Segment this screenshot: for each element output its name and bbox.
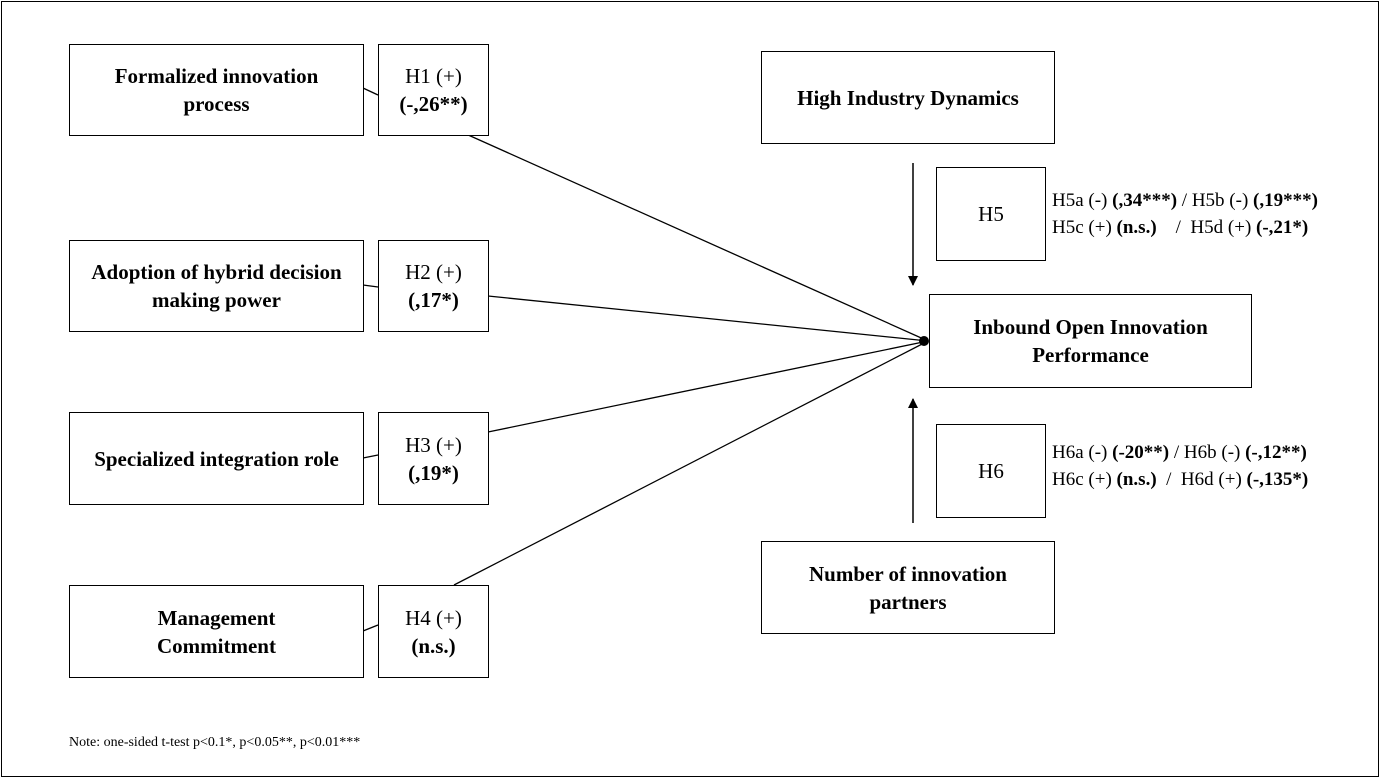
construct-label: Formalized innovation process <box>114 64 319 116</box>
construct-hybrid-decision-making: Adoption of hybrid decision making power <box>69 240 364 332</box>
construct-label: High Industry Dynamics <box>797 85 1019 110</box>
hypothesis-h3-box: H3 (+) (,19*) <box>378 412 489 505</box>
hypothesis-label: H1 (+) <box>405 64 462 88</box>
h6d-coefficient: (-,135*) <box>1246 469 1309 490</box>
h6b-coefficient: (-,12**) <box>1245 442 1307 463</box>
hypothesis-coefficient: (,17*) <box>408 288 459 312</box>
hypothesis-h1-box: H1 (+) (-,26**) <box>378 44 489 136</box>
construct-number-of-innovation-partners: Number of innovation partners <box>761 541 1055 634</box>
path-h1-to-outcome <box>465 133 929 342</box>
construct-label: Adoption of hybrid decision making power <box>91 260 342 312</box>
construct-label: Specialized integration role <box>94 446 339 471</box>
path-h3-to-outcome <box>487 340 929 433</box>
construct-inbound-open-innovation-performance: Inbound Open Innovation Performance <box>929 294 1252 388</box>
construct-label: Inbound Open Innovation Performance <box>973 315 1208 367</box>
hypothesis-h2-box: H2 (+) (,17*) <box>378 240 489 332</box>
h6d-label: / H6d (+) <box>1156 469 1247 490</box>
path-h2-to-outcome <box>487 295 929 342</box>
h6a-coefficient: (-20**) <box>1112 442 1170 463</box>
hypothesis-h6-box: H6 <box>936 424 1046 518</box>
tick-management-h4 <box>362 624 379 632</box>
h5b-coefficient: (,19***) <box>1253 190 1318 211</box>
construct-label: Number of innovation partners <box>809 561 1007 614</box>
tick-hybrid-h2 <box>362 284 379 288</box>
construct-formalized-innovation-process: Formalized innovation process <box>69 44 364 136</box>
hypothesis-label: H2 (+) <box>405 260 462 284</box>
tick-formalized-h1 <box>362 87 379 96</box>
hypothesis-label: H5 <box>978 202 1004 226</box>
junction-arrowhead <box>919 336 929 346</box>
h5d-label: / H5d (+) <box>1156 217 1257 238</box>
h6b-label: / H6b (-) <box>1169 442 1246 463</box>
hypothesis-h5-box: H5 <box>936 167 1046 261</box>
h5b-label: / H5b (-) <box>1177 190 1254 211</box>
h5c-label: H5c (+) <box>1052 217 1117 238</box>
h5-results-line-1: H5a (-) (,34***) / H5b (-) (,19***) <box>1052 188 1318 214</box>
hypothesis-label: H6 <box>978 459 1004 483</box>
h6c-coefficient: (n.s.) <box>1116 469 1157 490</box>
h6-results-line-2: H6c (+) (n.s.) / H6d (+) (-,135*) <box>1052 467 1308 493</box>
h5a-coefficient: (,34***) <box>1112 190 1178 211</box>
significance-note: Note: one-sided t-test p<0.1*, p<0.05**,… <box>69 735 361 750</box>
construct-label: Management Commitment <box>157 605 276 658</box>
hypothesis-coefficient: (n.s.) <box>411 633 456 658</box>
construct-management-commitment: Management Commitment <box>69 585 364 678</box>
hypothesis-coefficient: (-,26**) <box>399 92 468 116</box>
construct-specialized-integration-role: Specialized integration role <box>69 412 364 505</box>
h6c-label: H6c (+) <box>1052 469 1117 490</box>
h5a-label: H5a (-) <box>1052 190 1113 211</box>
path-h4-to-outcome <box>453 340 929 586</box>
hypothesis-label: H3 (+) <box>405 432 462 457</box>
hypothesis-h4-box: H4 (+) (n.s.) <box>378 585 489 678</box>
h5-results-line-2: H5c (+) (n.s.) / H5d (+) (-,21*) <box>1052 215 1308 241</box>
hypothesis-coefficient: (,19*) <box>408 460 459 485</box>
h5c-coefficient: (n.s.) <box>1116 217 1157 238</box>
construct-high-industry-dynamics: High Industry Dynamics <box>761 51 1055 144</box>
tick-specialized-h3 <box>362 454 379 459</box>
hypothesis-label: H4 (+) <box>405 605 462 630</box>
h6-results-line-1: H6a (-) (-20**) / H6b (-) (-,12**) <box>1052 440 1307 466</box>
h5d-coefficient: (-,21*) <box>1256 217 1309 238</box>
h6a-label: H6a (-) <box>1052 442 1113 463</box>
